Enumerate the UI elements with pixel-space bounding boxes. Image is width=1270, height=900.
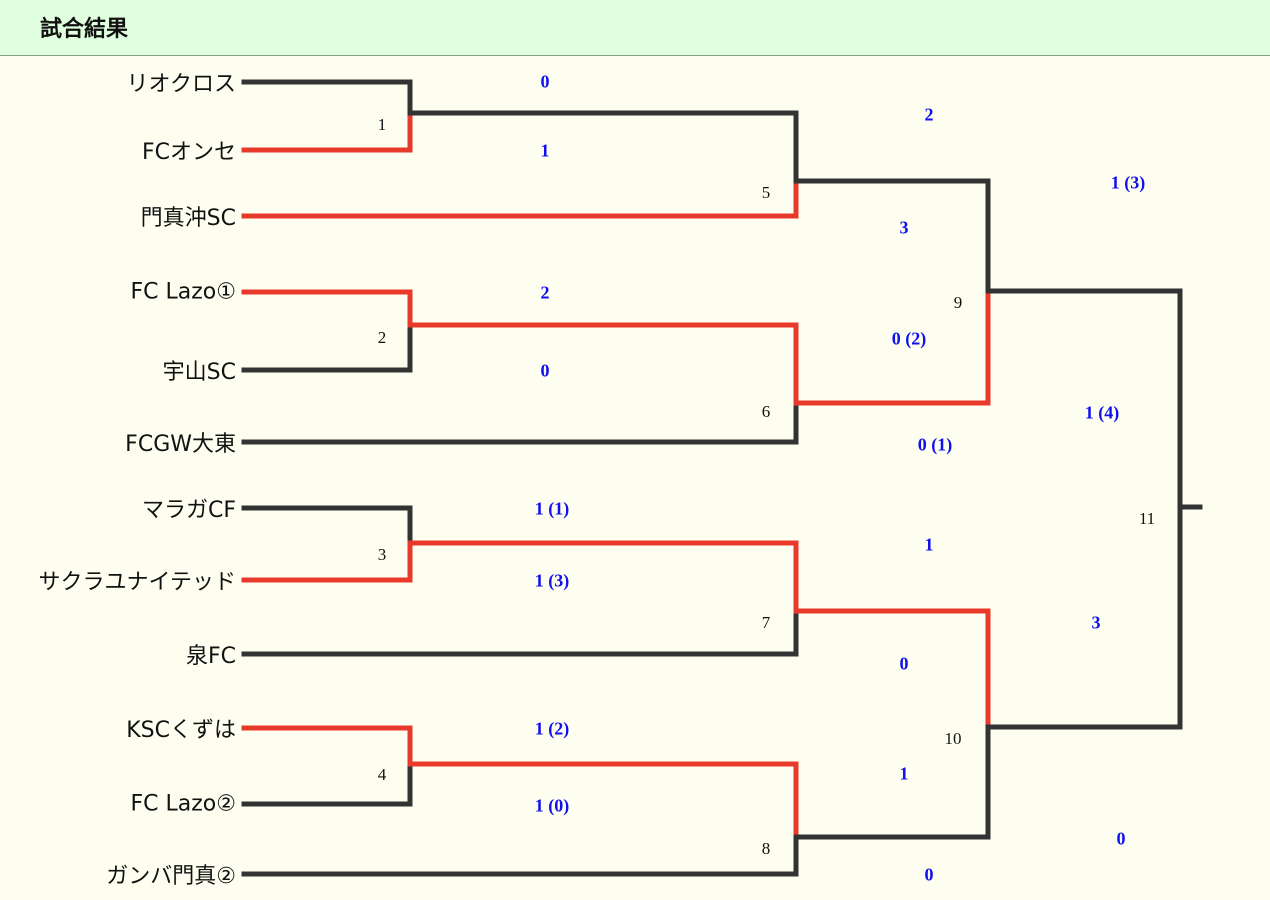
team-name: 宇山SC (162, 360, 236, 385)
match-number: 2 (377, 328, 387, 347)
team-name: FCオンセ (141, 140, 236, 165)
match-score-bottom: 0 (899, 653, 909, 674)
match-score-bottom: 0 (924, 864, 934, 885)
team-name: KSCくずは (126, 718, 236, 743)
team-name: リオクロス (126, 72, 236, 97)
team-name: 門真沖SC (140, 206, 236, 231)
match-number: 3 (377, 545, 387, 564)
match-score-top: 1 (924, 534, 934, 555)
match-score-top: 1 (2) (534, 718, 570, 739)
match-score-top: 3 (1091, 612, 1101, 633)
page-header: 試合結果 (0, 0, 1270, 56)
match-number: 4 (377, 765, 387, 784)
match-score-bottom: 0 (1) (917, 434, 953, 455)
match-number: 8 (761, 839, 771, 858)
match-number: 10 (944, 729, 962, 748)
match-number: 6 (761, 402, 771, 421)
match-score-top: 2 (540, 282, 550, 303)
match-score-bottom: 1 (540, 140, 550, 161)
team-name: サクラユナイテッド (38, 570, 236, 595)
match-score-top: 1 (3) (1110, 172, 1146, 193)
team-name: ガンバ門真② (106, 864, 236, 889)
team-name: FC Lazo① (130, 279, 236, 305)
team-name: FC Lazo② (130, 791, 236, 817)
match-score-bottom: 1 (3) (534, 570, 570, 591)
match-score-bottom: 0 (1116, 828, 1126, 849)
match-number: 1 (377, 115, 387, 134)
match-score-top: 0 (540, 71, 550, 92)
match-score-top: 2 (924, 104, 934, 125)
team-name: FCGW大東 (125, 432, 236, 457)
match-number: 11 (1138, 509, 1156, 528)
match-score-bottom: 0 (540, 360, 550, 381)
match-number: 7 (761, 613, 771, 632)
match-score-bottom: 1 (4) (1084, 402, 1120, 423)
match-score-top: 0 (2) (891, 328, 927, 349)
match-score-bottom: 3 (899, 217, 909, 238)
match-score-top: 1 (899, 763, 909, 784)
team-name: マラガCF (141, 498, 236, 523)
match-number: 9 (953, 293, 963, 312)
match-score-bottom: 1 (0) (534, 795, 570, 816)
match-number: 5 (761, 183, 771, 202)
page-title: 試合結果 (40, 17, 129, 42)
match-score-top: 1 (1) (534, 498, 570, 519)
team-name: 泉FC (185, 644, 236, 669)
